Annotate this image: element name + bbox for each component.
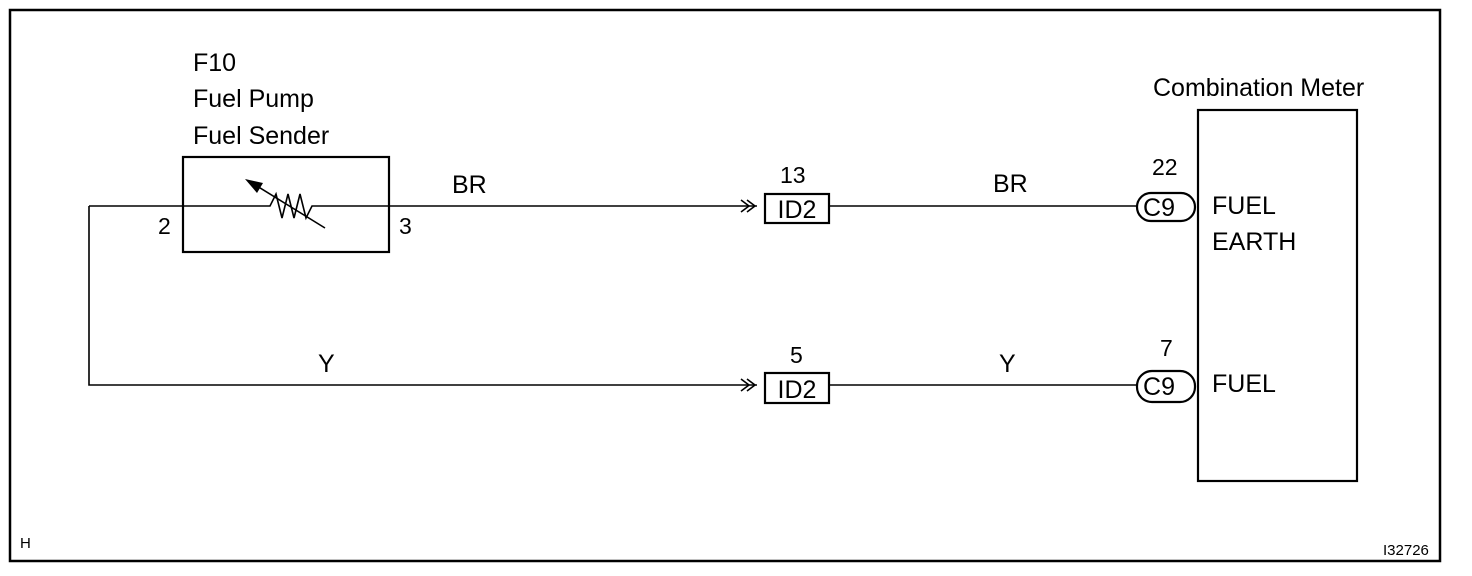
wire-y-left (88, 206, 757, 386)
junction-label-bottom: ID2 (778, 376, 817, 404)
junction-pin-bottom: 5 (790, 342, 803, 368)
sender-code: F10 (193, 49, 236, 77)
sender-pin-right: 3 (399, 213, 412, 239)
meter-connector-bottom (1135, 369, 1197, 404)
terminal-fuel-earth-line2: EARTH (1212, 228, 1296, 256)
meter-pin-bottom: 7 (1160, 335, 1173, 361)
variable-resistor-icon (89, 179, 389, 229)
junction-connector-bottom (763, 371, 831, 405)
figure-id: I32726 (1383, 542, 1429, 559)
junction-connector-top (763, 192, 831, 225)
terminal-fuel-earth-line1: FUEL (1212, 192, 1276, 220)
corner-code: H (20, 535, 31, 552)
meter-pin-top: 22 (1152, 154, 1178, 180)
terminal-fuel: FUEL (1212, 370, 1276, 398)
junction-arrow-icon (740, 199, 757, 213)
meter-connector-top (1135, 191, 1197, 223)
sender-name-line1: Fuel Pump (193, 85, 314, 113)
sender-pin-left: 2 (158, 213, 171, 239)
wire-y-color-left: Y (318, 350, 335, 378)
wire-y-color-right: Y (999, 350, 1016, 378)
junction-pin-top: 13 (780, 162, 806, 188)
diagram-frame (8, 8, 1442, 563)
junction-arrow-icon (740, 378, 757, 392)
sender-name-line2: Fuel Sender (193, 122, 329, 150)
meter-connector-label-bottom: C9 (1143, 373, 1175, 401)
combination-meter-box (1196, 108, 1359, 483)
fuel-sender-box (181, 155, 391, 254)
wire-br-color-right: BR (993, 170, 1028, 198)
meter-connector-label-top: C9 (1143, 194, 1175, 222)
meter-title: Combination Meter (1153, 74, 1364, 102)
junction-label-top: ID2 (778, 196, 817, 224)
wire-br-color-left: BR (452, 171, 487, 199)
